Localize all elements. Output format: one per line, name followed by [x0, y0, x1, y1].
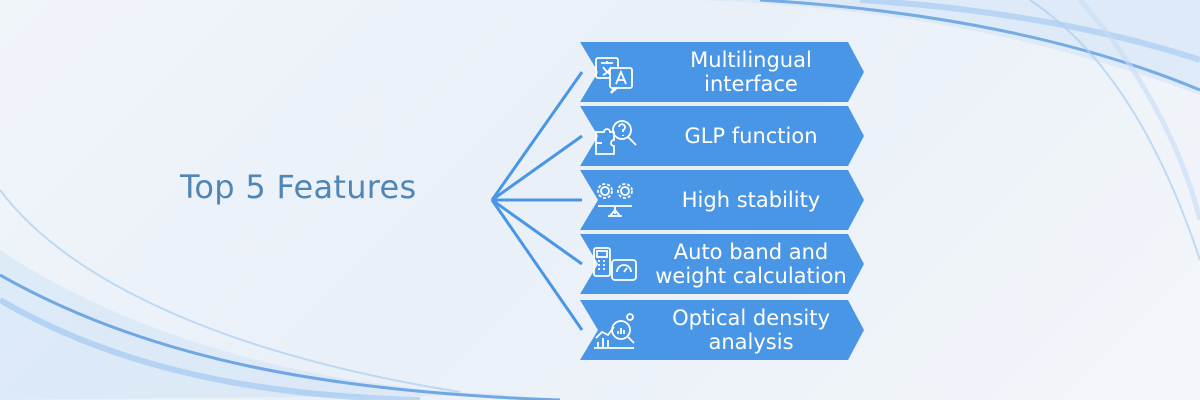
balance-gears-icon: [597, 183, 633, 217]
feature-label: Multilingual interface: [690, 48, 812, 96]
feature-item-multilingual: Multilingual interface: [580, 42, 860, 102]
puzzle-search-icon: [595, 120, 637, 155]
feature-item-optical-density: Optical density analysis: [580, 300, 860, 360]
page-title: Top 5 Features: [180, 168, 417, 206]
feature-label: Optical density analysis: [672, 306, 830, 354]
feature-label: Auto band and weight calculation: [655, 240, 847, 288]
feature-bars: [580, 42, 864, 360]
calculator-scale-icon: [593, 247, 637, 281]
chart-analysis-icon: [594, 313, 635, 349]
feature-item-auto-band: Auto band and weight calculation: [580, 234, 860, 294]
feature-bar-4: [580, 234, 864, 294]
connector-lines: [490, 71, 584, 331]
feature-label: GLP function: [684, 124, 818, 148]
feature-item-glp: GLP function: [580, 106, 860, 166]
feature-bar-2: [580, 106, 864, 166]
translate-icon: [595, 57, 633, 94]
feature-bar-1: [580, 42, 864, 102]
feature-bar-5: [580, 300, 864, 360]
feature-label: High stability: [681, 188, 821, 212]
feature-item-stability: High stability: [580, 170, 860, 230]
feature-bar-3: [580, 170, 864, 230]
